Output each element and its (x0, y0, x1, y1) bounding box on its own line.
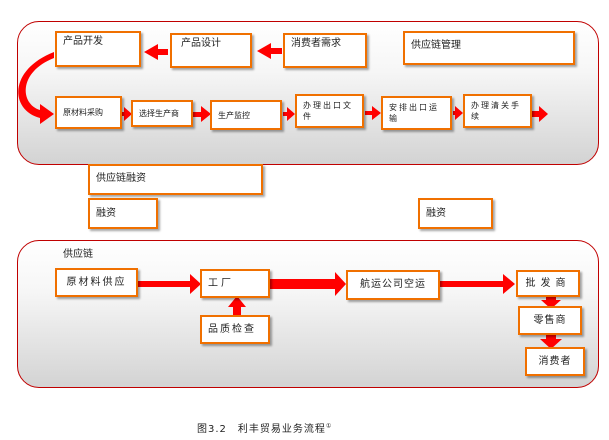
raw-material-supply-label: 原材料供应 (66, 276, 127, 288)
arrow-docs-to-transport (365, 106, 381, 120)
arrange-transport-box: 安排出口运输 (381, 96, 452, 130)
arrow-wholesaler-to-retailer (541, 296, 561, 309)
product-design-box: 产品设计 (170, 33, 252, 68)
arrow-curve-dev-to-raw (18, 52, 54, 124)
quality-check-box: 品质检查 (200, 315, 270, 344)
production-monitor-box: 生产监控 (210, 100, 282, 130)
arrow-design-to-dev (144, 44, 168, 60)
retailer-label: 零售商 (533, 314, 567, 326)
choose-supplier-label: 选择生产商 (139, 109, 179, 118)
consumer-demand-box: 消费者需求 (283, 33, 367, 68)
customs-clearance-box: 办理清关手续 (463, 94, 532, 128)
supply-chain-panel-label: 供应链 (63, 249, 93, 260)
arrow-monitor-to-docs (283, 107, 295, 121)
supply-chain-management-box: 供应链管理 (403, 31, 575, 65)
consumer-box: 消费者 (525, 347, 585, 376)
export-documents-box: 办理出口文件 (295, 94, 364, 128)
production-monitor-label: 生产监控 (218, 110, 250, 120)
arrow-raw-to-supplier (122, 107, 132, 121)
consumer-demand-label: 消费者需求 (291, 38, 341, 49)
figure-caption-text: 图3.2 利丰贸易业务流程 (197, 424, 326, 435)
supply-chain-panel (17, 240, 599, 388)
supply-chain-finance-label: 供应链融资 (96, 173, 146, 184)
arrow-demand-to-design (257, 43, 282, 59)
finance-left-label: 融资 (96, 207, 116, 219)
factory-label: 工厂 (208, 277, 234, 289)
finance-right-box: 融资 (418, 198, 493, 229)
raw-material-purchase-label: 原材料采购 (63, 108, 103, 117)
shipping-company-box: 航运公司空运 (346, 270, 440, 300)
product-development-box: 产品开发 (55, 31, 141, 67)
export-documents-label: 办理出口文件 (303, 101, 353, 121)
arrow-raw-to-factory (138, 274, 201, 294)
raw-material-purchase-box: 原材料采购 (55, 96, 122, 129)
choose-supplier-box: 选择生产商 (131, 100, 193, 127)
arrow-shipping-to-wholesaler (440, 274, 515, 294)
product-design-label: 产品设计 (181, 38, 221, 49)
supply-chain-finance-box: 供应链融资 (88, 164, 263, 195)
arrow-customs-out (532, 106, 548, 122)
quality-check-label: 品质检查 (208, 323, 256, 335)
shipping-company-label: 航运公司空运 (360, 279, 426, 290)
factory-box: 工厂 (200, 269, 270, 298)
finance-right-label: 融资 (426, 207, 446, 219)
figure-caption: 图3.2 利丰贸易业务流程① (197, 420, 332, 435)
arrow-retailer-to-consumer (540, 333, 562, 349)
raw-material-supply-box: 原材料供应 (55, 268, 138, 297)
arrow-factory-to-shipping (270, 272, 346, 296)
consumer-label: 消费者 (538, 355, 572, 367)
arrow-transport-to-customs (453, 106, 463, 120)
wholesaler-label: 批发商 (525, 277, 571, 289)
arrow-supplier-to-monitor (193, 106, 211, 122)
finance-left-box: 融资 (88, 198, 158, 229)
product-development-label: 产品开发 (63, 36, 103, 47)
supply-chain-management-label: 供应链管理 (411, 40, 461, 51)
figure-caption-note: ① (325, 422, 333, 430)
arrange-transport-label: 安排出口运输 (389, 103, 439, 123)
customs-clearance-label: 办理清关手续 (471, 101, 521, 121)
wholesaler-box: 批发商 (516, 270, 580, 297)
retailer-box: 零售商 (518, 306, 582, 335)
arrow-quality-to-factory (228, 296, 246, 316)
